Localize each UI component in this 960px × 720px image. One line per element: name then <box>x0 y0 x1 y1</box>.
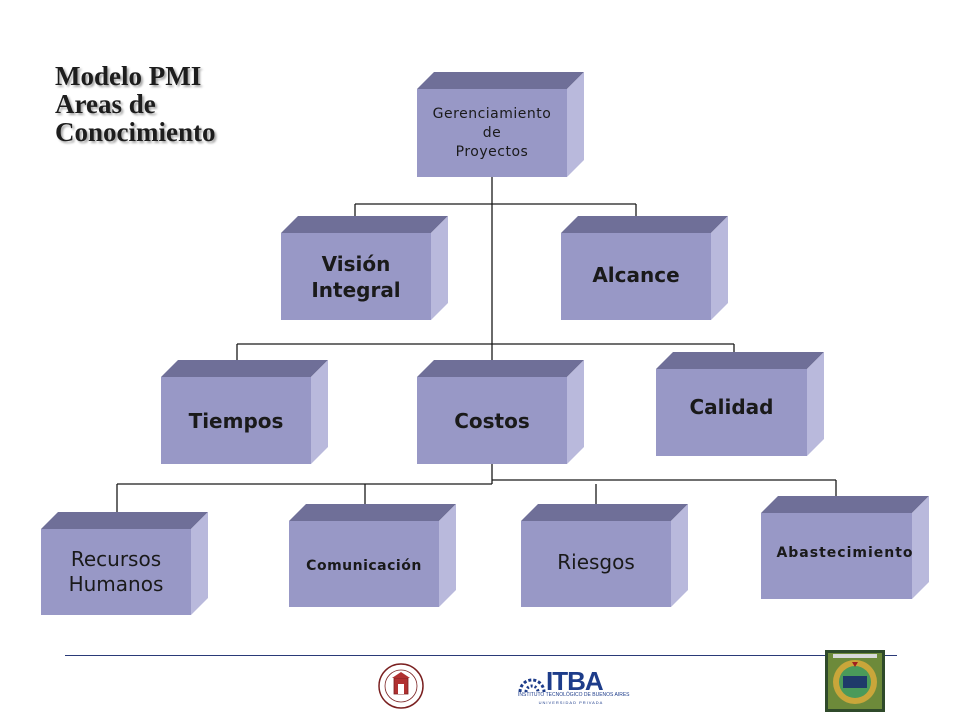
node-comunicacion-shape <box>289 504 456 607</box>
slide-title: Modelo PMI Areas de Conocimiento <box>55 62 215 146</box>
project-management-badge-icon <box>825 650 885 712</box>
node-recursos-label: Recursos Humanos <box>68 547 164 596</box>
title-line-3: Conocimiento <box>55 117 216 147</box>
itba-logo-subtitle: INSTITUTO TECNOLÓGICO DE BUENOS AIRES <box>518 692 630 698</box>
node-alcance-label: Alcance <box>592 262 680 287</box>
node-tiempos: Tiempos <box>161 360 328 464</box>
node-alcance-shape <box>561 216 728 320</box>
node-recursos: Recursos Humanos <box>41 512 208 615</box>
node-riesgos-label: Riesgos <box>557 550 635 574</box>
footer-divider <box>65 655 897 656</box>
node-root: Gerenciamiento de Proyectos <box>417 72 584 177</box>
itba-logo-text: ITBA <box>546 666 604 696</box>
node-riesgos-shape <box>521 504 688 607</box>
node-abastecimiento: Abastecimiento <box>761 496 929 599</box>
node-tiempos-label: Tiempos <box>188 408 284 433</box>
node-costos-label: Costos <box>454 408 530 433</box>
title-line-1: Modelo PMI <box>55 61 202 91</box>
university-seal-icon <box>377 662 425 710</box>
node-costos: Costos <box>417 360 584 464</box>
node-abastecimiento-shape <box>761 496 929 599</box>
node-vision: Visión Integral <box>281 216 448 320</box>
title-line-2: Areas de <box>55 89 156 119</box>
node-abastecimiento-label: Abastecimiento <box>776 545 914 561</box>
node-vision-shape <box>281 216 448 320</box>
node-comunicacion-label: Comunicación <box>306 558 422 574</box>
node-tiempos-shape <box>161 360 328 464</box>
node-root-shape <box>417 72 584 177</box>
node-recursos-shape <box>41 512 208 615</box>
itba-logo-subtitle-2: UNIVERSIDAD PRIVADA <box>538 700 604 705</box>
node-riesgos: Riesgos <box>521 504 688 607</box>
itba-logo: ITBA INSTITUTO TECNOLÓGICO DE BUENOS AIR… <box>518 664 630 708</box>
itba-arc-icon <box>518 678 546 693</box>
node-calidad: Calidad <box>656 352 824 456</box>
node-vision-label: Visión Integral <box>311 251 401 302</box>
node-alcance: Alcance <box>561 216 728 320</box>
node-calidad-shape <box>656 352 824 456</box>
node-calidad-label: Calidad <box>689 394 774 419</box>
node-costos-shape <box>417 360 584 464</box>
node-comunicacion: Comunicación <box>289 504 456 607</box>
node-root-label: Gerenciamiento de Proyectos <box>432 105 552 160</box>
